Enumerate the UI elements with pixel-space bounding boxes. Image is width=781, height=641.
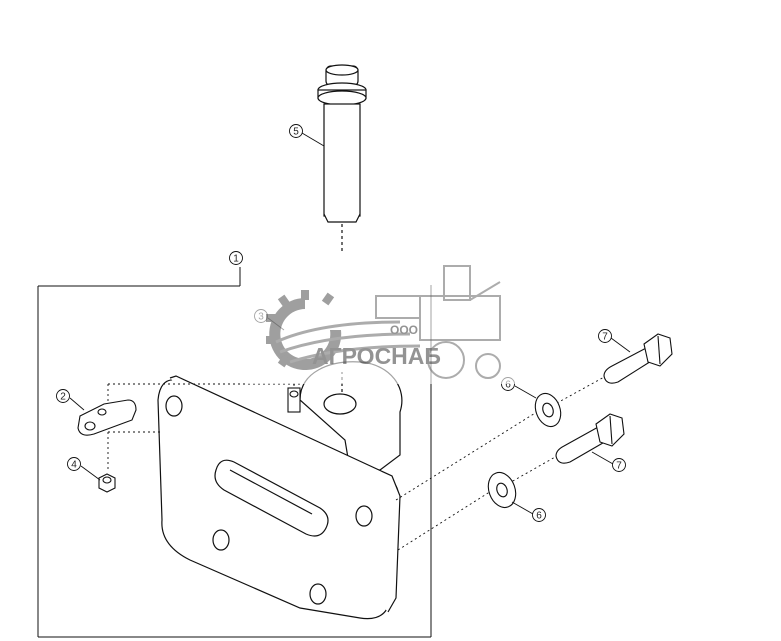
nut-part-4: [98, 473, 116, 493]
svg-text:2: 2: [60, 392, 66, 403]
watermark-logo: ООО АГРОСНАБ: [246, 258, 536, 384]
svg-text:5: 5: [293, 127, 299, 138]
field-stripes: [275, 320, 421, 364]
callout-5: 5: [289, 124, 303, 138]
svg-text:ООО: ООО: [390, 323, 418, 337]
clip-part-2: [77, 399, 137, 436]
washer-part-6-lower: [487, 471, 517, 509]
svg-text:7: 7: [602, 332, 608, 343]
svg-text:1: 1: [233, 254, 239, 265]
svg-text:6: 6: [536, 511, 542, 522]
callout-leaders: [69, 132, 631, 515]
mounting-plate-part-1: [157, 375, 401, 620]
svg-text:4: 4: [71, 460, 77, 471]
bolt-part-7-upper: [603, 333, 673, 384]
gear-icon: [266, 290, 342, 370]
callout-7-lower: 7: [612, 458, 626, 472]
callout-4: 4: [67, 457, 81, 471]
callout-6-lower: 6: [532, 508, 546, 522]
callout-2: 2: [56, 389, 70, 403]
pin-part-5: [317, 64, 367, 254]
washer-part-6-upper: [534, 392, 562, 428]
harvester-icon: [375, 265, 501, 379]
callout-7-upper: 7: [598, 329, 612, 343]
bolt-part-7-lower: [555, 413, 625, 464]
svg-text:6: 6: [505, 380, 511, 391]
svg-text:7: 7: [616, 461, 622, 472]
small-bolt: [287, 387, 301, 413]
callout-1: 1: [229, 251, 243, 265]
svg-text:АГРОСНАБ: АГРОСНАБ: [312, 343, 441, 369]
assembly-frame: [37, 267, 432, 638]
